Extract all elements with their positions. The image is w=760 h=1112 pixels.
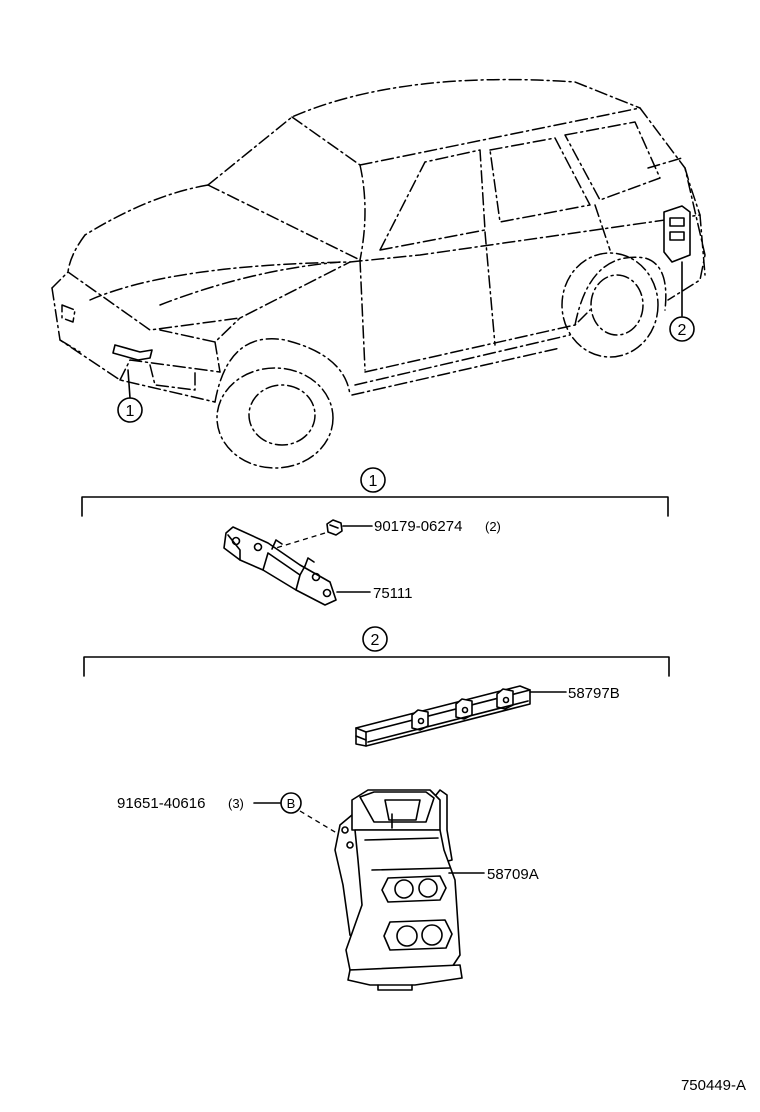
- bracket-75111-drawing: [223, 526, 337, 606]
- vehicle-outline: [51, 78, 706, 469]
- callout-2-label: 2: [678, 322, 687, 339]
- part-number-75111: 75111: [373, 585, 413, 602]
- figure-code: 750449-A: [681, 1077, 746, 1094]
- front-bracket-location: [112, 344, 153, 399]
- section-1-label: 1: [369, 473, 378, 490]
- bolt-90179-drawing: [275, 519, 343, 549]
- section-1-header: 1: [81, 467, 669, 517]
- screw-dash-line: [299, 810, 341, 836]
- housing-58709A-drawing: [334, 789, 463, 991]
- part-number-91651-40616: 91651-40616: [117, 795, 205, 812]
- section-2-label: 2: [371, 632, 380, 649]
- part-number-90179-06274: 90179-06274: [374, 518, 462, 535]
- part-qty-90179-06274: (2): [485, 519, 501, 534]
- bar-58797B-drawing: [355, 685, 531, 747]
- callout-1-label: 1: [126, 403, 135, 420]
- part-qty-91651-40616: (3): [228, 796, 244, 811]
- callout-b: B: [280, 792, 302, 814]
- callout-1-vehicle: 1: [117, 397, 143, 423]
- part-number-58797B: 58797B: [568, 685, 620, 702]
- rear-housing-location: [663, 205, 691, 317]
- callout-2-vehicle: 2: [669, 316, 695, 342]
- part-number-58709A: 58709A: [487, 866, 539, 883]
- section-2-header: 2: [83, 626, 670, 677]
- callout-b-label: B: [287, 796, 296, 811]
